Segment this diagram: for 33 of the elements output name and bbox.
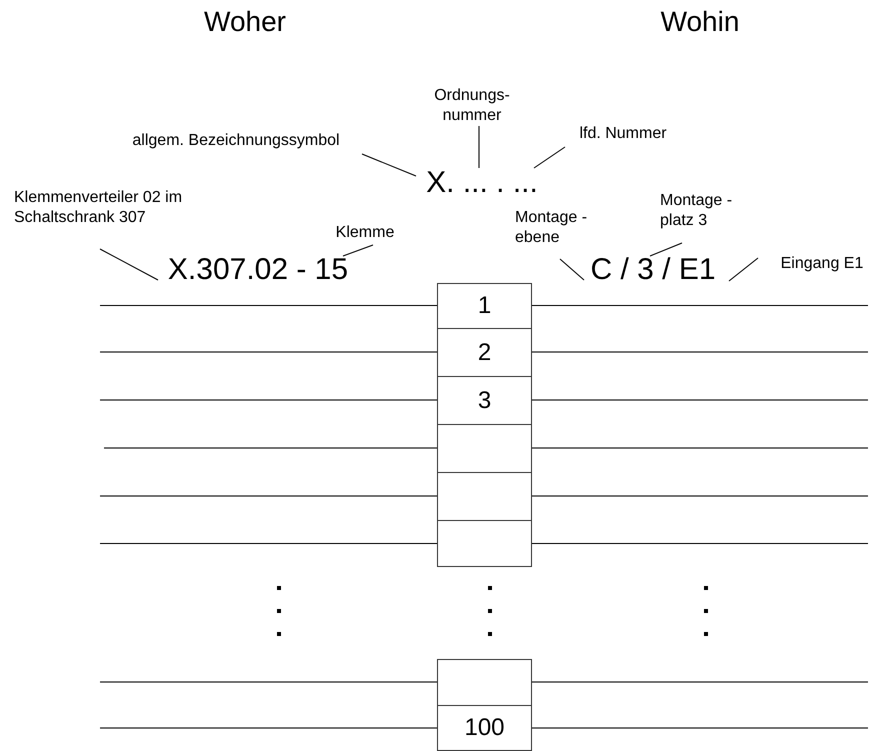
wire-line	[532, 305, 868, 306]
wire-line	[100, 543, 438, 544]
empty-terminal-cell	[437, 520, 532, 567]
designation-code: X. ... . ...	[412, 164, 552, 202]
callout-text: Montage - platz 3	[660, 191, 770, 231]
terminal-cell: 2	[437, 328, 532, 376]
leader-line	[534, 146, 566, 168]
terminal-cell: 3	[437, 376, 532, 424]
callout-text: allgem. Bezeichnungssymbol	[76, 131, 396, 151]
empty-terminal-cell	[437, 424, 532, 472]
callout-text: Eingang E1	[760, 254, 884, 274]
wire-line	[532, 543, 868, 544]
callout-text: Montage - ebene	[515, 208, 630, 248]
leader-line	[478, 126, 480, 168]
terminal-cell: 1	[437, 283, 532, 328]
callout-text: Ordnungs- nummer	[432, 86, 512, 126]
leader-line	[560, 258, 584, 280]
terminal-cell: 100	[437, 705, 532, 751]
designation-code: X.307.02 - 15	[156, 251, 360, 288]
wire-line	[100, 305, 438, 306]
column-heading: Woher	[203, 8, 287, 36]
column-heading: Wohin	[660, 8, 740, 36]
leader-line	[100, 248, 158, 280]
leader-line	[728, 258, 758, 282]
leader-line	[362, 154, 416, 176]
callout-text: lfd. Nummer	[558, 124, 688, 144]
leader-line	[650, 242, 682, 256]
empty-terminal-cell	[437, 472, 532, 520]
leader-line	[342, 244, 374, 256]
callout-text: Klemme	[326, 223, 404, 243]
empty-terminal-cell	[437, 659, 532, 705]
designation-code: C / 3 / E1	[578, 251, 728, 288]
callout-text: Klemmenverteiler 02 im Schaltschrank 307	[14, 188, 254, 228]
